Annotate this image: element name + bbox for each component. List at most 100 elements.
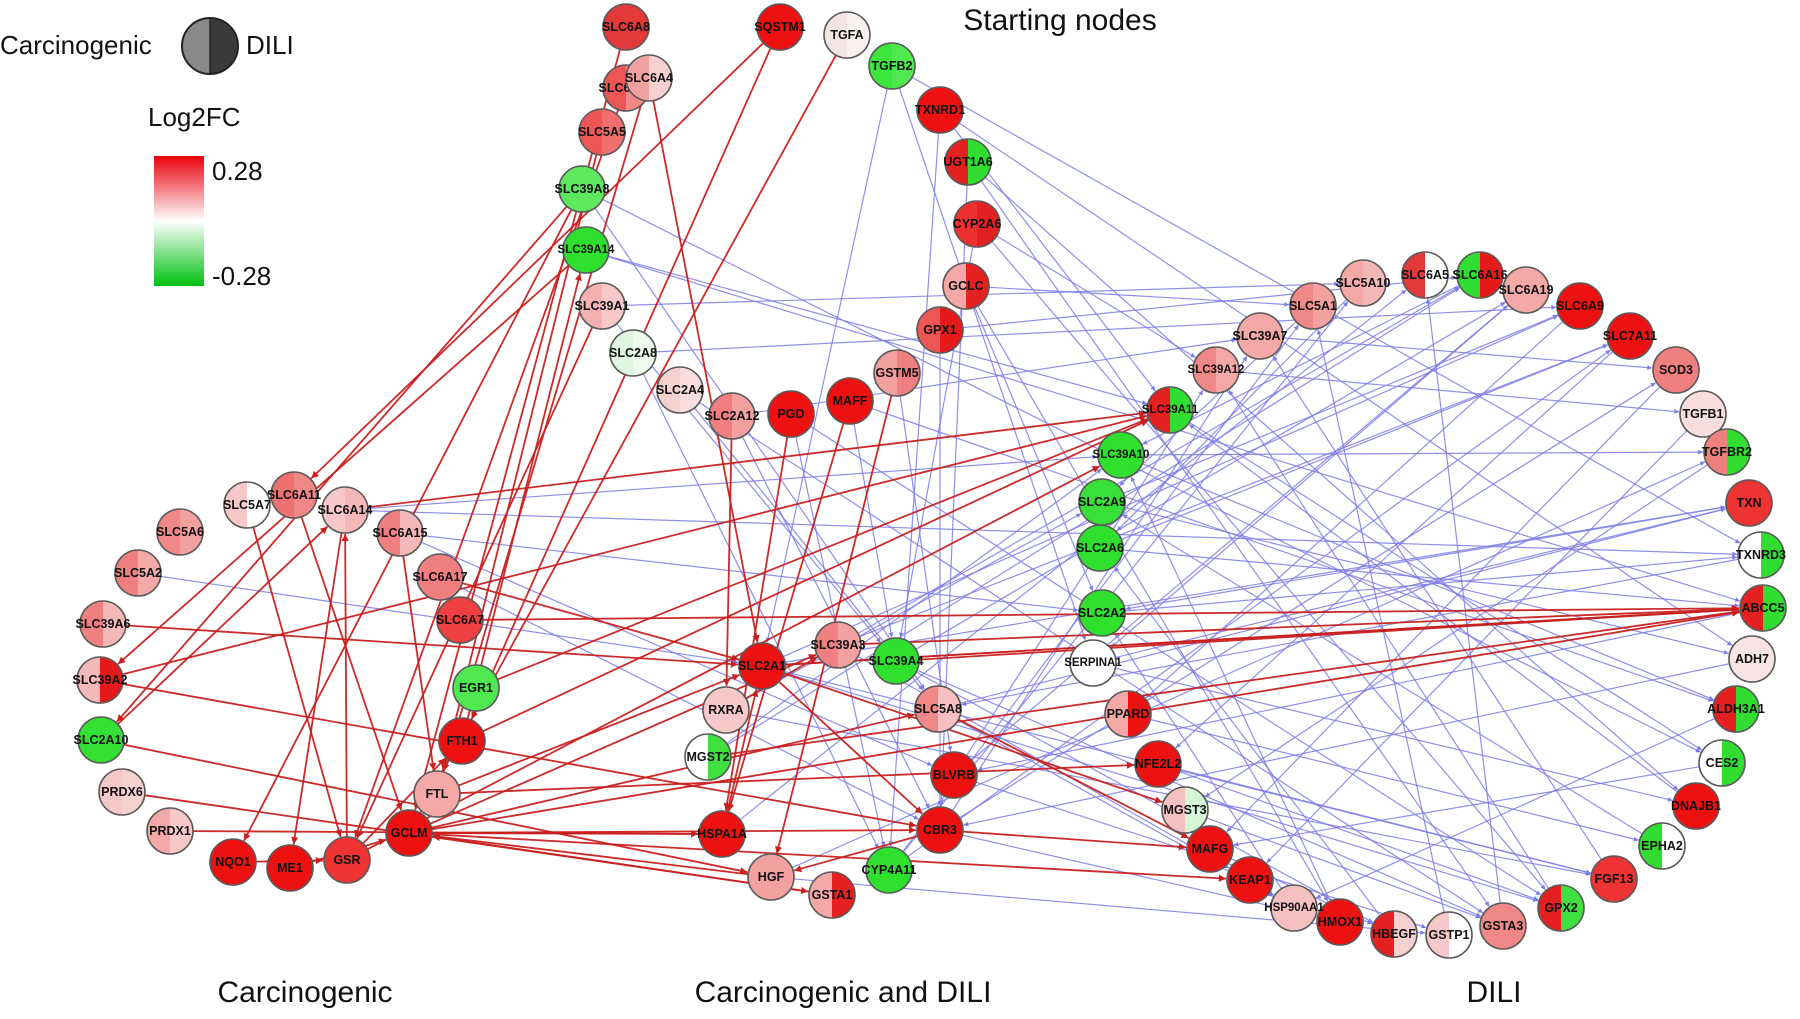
node-outline	[916, 86, 964, 134]
node-slc39a1[interactable]: SLC39A1	[575, 282, 630, 330]
node-ppard[interactable]: PPARD	[1104, 690, 1152, 738]
node-cbr3[interactable]: CBR3	[916, 806, 964, 854]
node-txn[interactable]: TXN	[1725, 479, 1773, 527]
node-me1[interactable]: ME1	[266, 844, 314, 892]
node-gsta3[interactable]: GSTA3	[1479, 902, 1527, 950]
node-slc39a14[interactable]: SLC39A14	[558, 226, 615, 274]
node-slc39a7[interactable]: SLC39A7	[1233, 312, 1288, 360]
node-slc6a11[interactable]: SLC6A11	[267, 471, 321, 519]
node-slc39a12[interactable]: SLC39A12	[1188, 346, 1245, 394]
node-half-carcinogenic	[1680, 391, 1703, 437]
node-slc5a1[interactable]: SLC5A1	[1289, 282, 1337, 330]
node-keap1[interactable]: KEAP1	[1226, 856, 1274, 904]
node-sqstm1[interactable]: SQSTM1	[754, 3, 806, 51]
node-half-dili	[347, 837, 370, 883]
node-nfe2l2[interactable]: NFE2L2	[1134, 740, 1182, 788]
node-gpx2[interactable]: GPX2	[1537, 884, 1585, 932]
node-txnrd3[interactable]: TXNRD3	[1736, 531, 1786, 579]
node-gclc[interactable]: GCLC	[942, 262, 990, 310]
node-slc39a11[interactable]: SLC39A11	[1142, 386, 1199, 434]
node-gstm5[interactable]: GSTM5	[873, 349, 921, 397]
node-txnrd1[interactable]: TXNRD1	[915, 86, 965, 134]
node-slc6a8[interactable]: SLC6A8	[602, 3, 650, 51]
node-slc39a3[interactable]: SLC39A3	[811, 621, 866, 669]
node-slc2a1[interactable]: SLC2A1	[738, 642, 786, 690]
node-dnajb1[interactable]: DNAJB1	[1671, 782, 1721, 830]
node-gclm[interactable]: GCLM	[385, 809, 433, 857]
node-maff[interactable]: MAFF	[826, 377, 874, 425]
node-slc5a10[interactable]: SLC5A10	[1336, 259, 1391, 307]
node-slc2a8[interactable]: SLC2A8	[609, 329, 657, 377]
node-slc6a19[interactable]: SLC6A19	[1499, 266, 1554, 314]
node-slc6a17[interactable]: SLC6A17	[413, 553, 468, 601]
node-hspa1a[interactable]: HSPA1A	[697, 810, 747, 858]
node-slc2a6[interactable]: SLC2A6	[1076, 524, 1124, 572]
node-cyp2a6[interactable]: CYP2A6	[953, 200, 1002, 248]
node-slc6a7[interactable]: SLC6A7	[436, 596, 484, 644]
edge-slc6a15-ftl	[402, 555, 437, 771]
node-gstp1[interactable]: GSTP1	[1425, 911, 1473, 959]
node-slc7a11[interactable]: SLC7A11	[1603, 312, 1657, 360]
node-label: SLC5A2	[114, 566, 162, 580]
node-ces2[interactable]: CES2	[1698, 739, 1746, 787]
node-abcc5[interactable]: ABCC5	[1739, 584, 1787, 632]
node-slc6a5[interactable]: SLC6A5	[1401, 251, 1449, 299]
node-prdx6[interactable]: PRDX6	[98, 768, 146, 816]
node-slc6a15[interactable]: SLC6A15	[373, 509, 428, 557]
node-hbegf[interactable]: HBEGF	[1370, 910, 1418, 958]
node-fgf13[interactable]: FGF13	[1590, 855, 1638, 903]
node-slc5a6[interactable]: SLC5A6	[156, 508, 204, 556]
node-slc39a8[interactable]: SLC39A8	[555, 165, 610, 213]
node-slc39a6[interactable]: SLC39A6	[76, 600, 131, 648]
node-tgfb1[interactable]: TGFB1	[1679, 390, 1727, 438]
node-slc2a9[interactable]: SLC2A9	[1078, 478, 1126, 526]
node-outline	[708, 392, 756, 440]
node-slc2a12[interactable]: SLC2A12	[705, 392, 760, 440]
node-egr1[interactable]: EGR1	[452, 664, 500, 712]
node-slc2a10[interactable]: SLC2A10	[74, 716, 129, 764]
node-slc5a5[interactable]: SLC5A5	[578, 108, 626, 156]
node-blvrb[interactable]: BLVRB	[930, 751, 978, 799]
node-adh7[interactable]: ADH7	[1728, 635, 1776, 683]
node-hsp90aa1[interactable]: HSP90AA1	[1264, 884, 1324, 932]
node-tgfa[interactable]: TGFA	[823, 11, 871, 59]
node-label: PRDX6	[101, 785, 143, 799]
node-gpx1[interactable]: GPX1	[916, 306, 964, 354]
node-slc39a10[interactable]: SLC39A10	[1093, 431, 1150, 479]
node-epha2[interactable]: EPHA2	[1638, 822, 1686, 870]
node-ftl[interactable]: FTL	[413, 770, 461, 818]
node-slc6a4[interactable]: SLC6A4	[625, 54, 673, 102]
node-slc5a7[interactable]: SLC5A7	[223, 481, 271, 529]
node-fth1[interactable]: FTH1	[438, 717, 486, 765]
node-prdx1[interactable]: PRDX1	[146, 807, 194, 855]
node-tgfb2[interactable]: TGFB2	[868, 42, 916, 90]
node-cyp4a11[interactable]: CYP4A11	[862, 846, 917, 894]
node-gsr[interactable]: GSR	[323, 836, 371, 884]
node-hmox1[interactable]: HMOX1	[1316, 898, 1364, 946]
node-gsta1[interactable]: GSTA1	[808, 871, 856, 919]
node-mgst3[interactable]: MGST3	[1161, 786, 1209, 834]
node-slc2a2[interactable]: SLC2A2	[1078, 589, 1126, 637]
node-ugt1a6[interactable]: UGT1A6	[943, 138, 993, 186]
node-slc5a2[interactable]: SLC5A2	[114, 549, 162, 597]
node-label: TXN	[1737, 496, 1762, 510]
edge-cbr3-hmox1	[962, 834, 1317, 918]
node-slc39a2[interactable]: SLC39A2	[73, 656, 128, 704]
node-hgf[interactable]: HGF	[747, 853, 795, 901]
node-sod3[interactable]: SOD3	[1652, 346, 1700, 394]
node-slc2a4[interactable]: SLC2A4	[656, 366, 704, 414]
node-slc5a8[interactable]: SLC5A8	[914, 685, 962, 733]
node-slc6a16[interactable]: SLC6A16	[1453, 251, 1508, 299]
node-rxra[interactable]: RXRA	[702, 686, 750, 734]
node-tgfbr2[interactable]: TGFBR2	[1702, 428, 1752, 476]
node-aldh3a1[interactable]: ALDH3A1	[1707, 685, 1765, 733]
node-nqo1[interactable]: NQO1	[209, 838, 257, 886]
node-serpina1[interactable]: SERPINA1	[1064, 639, 1122, 687]
node-slc39a4[interactable]: SLC39A4	[869, 637, 924, 685]
node-slc6a14[interactable]: SLC6A14	[318, 486, 373, 534]
node-slc6a9[interactable]: SLC6A9	[1556, 282, 1604, 330]
node-mafg[interactable]: MAFG	[1186, 825, 1234, 873]
node-outline	[1370, 910, 1418, 958]
node-pgd[interactable]: PGD	[767, 390, 815, 438]
node-mgst2[interactable]: MGST2	[684, 733, 732, 781]
